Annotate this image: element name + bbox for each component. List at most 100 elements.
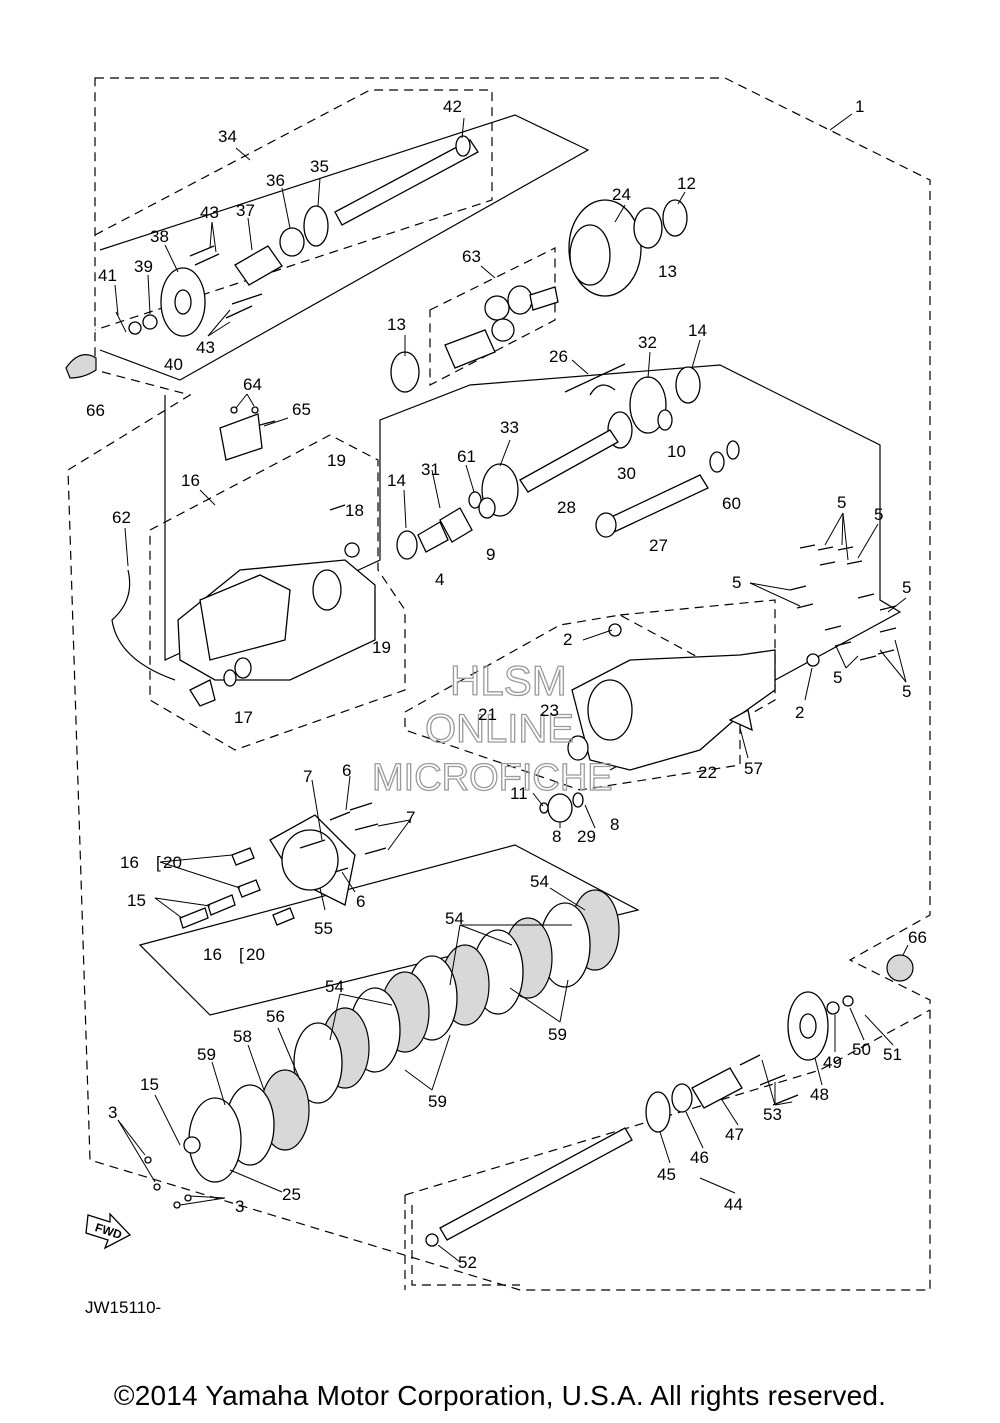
callout-20: 20 <box>163 853 182 872</box>
callout-4: 4 <box>435 570 444 589</box>
callout-49: 49 <box>823 1053 842 1072</box>
callout-18: 18 <box>345 501 364 520</box>
callout-2: 2 <box>795 703 804 722</box>
callout-30: 30 <box>617 464 636 483</box>
callout-44: 44 <box>724 1195 743 1214</box>
callout-43: 43 <box>196 338 215 357</box>
callout-2: 2 <box>563 630 572 649</box>
callout-42: 42 <box>443 97 462 116</box>
callout-31: 31 <box>421 460 440 479</box>
callout-66: 66 <box>908 928 927 947</box>
callout-29: 29 <box>577 827 596 846</box>
callout-45: 45 <box>657 1165 676 1184</box>
callout-28: 28 <box>557 498 576 517</box>
callout-5: 5 <box>833 668 842 687</box>
callout-43: 43 <box>200 203 219 222</box>
watermark-line-1: HLSM <box>450 657 567 704</box>
callout-7: 7 <box>406 808 415 827</box>
callout-19: 19 <box>327 451 346 470</box>
callout-14: 14 <box>688 321 707 340</box>
callout-50: 50 <box>852 1040 871 1059</box>
callout-6: 6 <box>342 761 351 780</box>
watermark-line-2: ONLINE <box>425 707 574 751</box>
callout-9: 9 <box>486 545 495 564</box>
bracket-open-2: [ <box>239 945 244 964</box>
callout-66: 66 <box>86 401 105 420</box>
callout-13: 13 <box>658 262 677 281</box>
callout-54: 54 <box>445 909 464 928</box>
callout-38: 38 <box>150 227 169 246</box>
callout-35: 35 <box>310 157 329 176</box>
callout-65: 65 <box>292 400 311 419</box>
callout-3: 3 <box>235 1197 244 1216</box>
callout-5: 5 <box>732 573 741 592</box>
callout-24: 24 <box>612 185 631 204</box>
callout-10: 10 <box>667 442 686 461</box>
callout-59: 59 <box>548 1025 567 1044</box>
callout-6: 6 <box>356 892 365 911</box>
callout-21: 21 <box>478 705 497 724</box>
callout-16: 16 <box>120 853 139 872</box>
callout-33: 33 <box>500 418 519 437</box>
callout-56: 56 <box>266 1007 285 1026</box>
callout-15: 15 <box>140 1075 159 1094</box>
callout-48: 48 <box>810 1085 829 1104</box>
callout-60: 60 <box>722 494 741 513</box>
callout-58: 58 <box>233 1027 252 1046</box>
callout-61: 61 <box>457 447 476 466</box>
watermark-line-3: MICROFICHE <box>372 757 613 799</box>
copyright-notice: ©2014 Yamaha Motor Corporation, U.S.A. A… <box>113 1380 887 1411</box>
callout-14: 14 <box>387 471 406 490</box>
callout-13: 13 <box>387 315 406 334</box>
callout-26: 26 <box>549 347 568 366</box>
callout-41: 41 <box>98 266 117 285</box>
drawing-code: JW15110- <box>85 1298 161 1317</box>
callout-16: 16 <box>203 945 222 964</box>
callout-5: 5 <box>902 578 911 597</box>
callout-27: 27 <box>649 536 668 555</box>
callout-1: 1 <box>855 97 864 116</box>
callout-59: 59 <box>428 1092 447 1111</box>
watermark: HLSM ONLINE MICROFICHE <box>371 656 613 799</box>
callout-40: 40 <box>164 355 183 374</box>
bracket-open-1: [ <box>156 853 161 872</box>
callout-37: 37 <box>236 201 255 220</box>
callout-7: 7 <box>303 767 312 786</box>
callout-15: 15 <box>127 891 146 910</box>
callout-47: 47 <box>725 1125 744 1144</box>
callout-51: 51 <box>883 1045 902 1064</box>
leader-lines <box>114 113 909 1263</box>
callout-5: 5 <box>902 682 911 701</box>
callout-54: 54 <box>530 872 549 891</box>
callout-8: 8 <box>610 815 619 834</box>
callout-16: 16 <box>181 471 200 490</box>
callout-52: 52 <box>458 1253 477 1272</box>
callout-12: 12 <box>677 174 696 193</box>
callout-46: 46 <box>690 1148 709 1167</box>
callout-5: 5 <box>837 493 846 512</box>
callout-34: 34 <box>218 127 237 146</box>
callout-labels: 1 2 2 3 3 4 5 5 5 5 5 5 6 6 7 7 8 8 9 10… <box>86 97 927 1272</box>
callout-63: 63 <box>462 247 481 266</box>
callout-53: 53 <box>763 1105 782 1124</box>
callout-64: 64 <box>243 375 262 394</box>
callout-3: 3 <box>108 1103 117 1122</box>
callout-17: 17 <box>234 708 253 727</box>
callout-55: 55 <box>314 919 333 938</box>
callout-59: 59 <box>197 1045 216 1064</box>
callout-32: 32 <box>638 333 657 352</box>
callout-25: 25 <box>282 1185 301 1204</box>
callout-22: 22 <box>698 763 717 782</box>
callout-23: 23 <box>540 701 559 720</box>
callout-62: 62 <box>112 508 131 527</box>
parts-artwork: FWD <box>65 135 914 1250</box>
callout-36: 36 <box>266 171 285 190</box>
callout-8: 8 <box>552 827 561 846</box>
callout-19: 19 <box>372 638 391 657</box>
callout-20: 20 <box>246 945 265 964</box>
callout-57: 57 <box>744 759 763 778</box>
callout-54: 54 <box>325 977 344 996</box>
callout-39: 39 <box>134 257 153 276</box>
callout-11: 11 <box>510 784 528 803</box>
